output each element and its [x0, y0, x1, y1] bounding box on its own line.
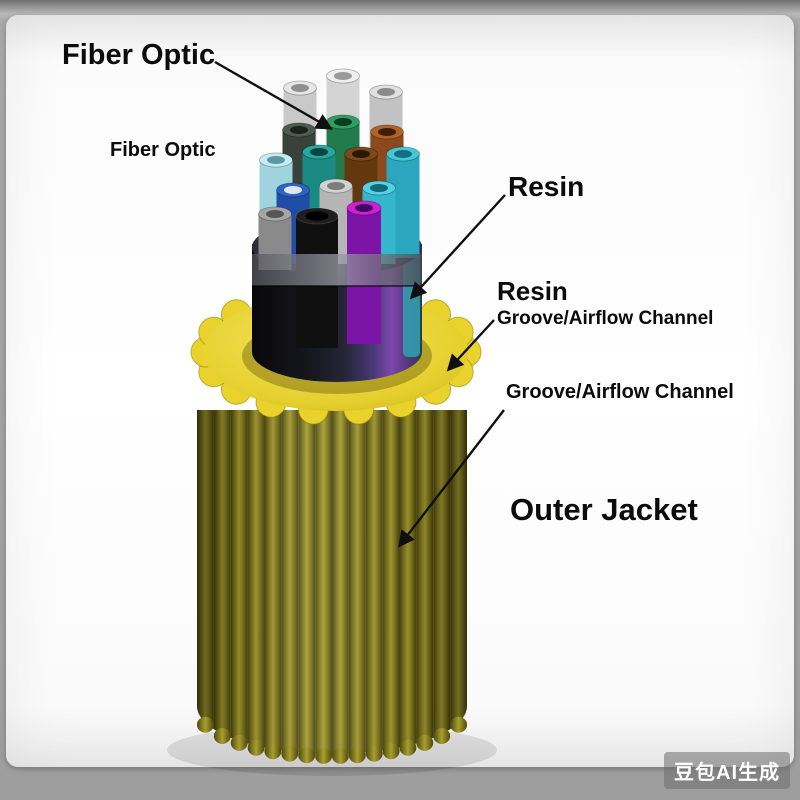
label-groove-channel-lower: Groove/Airflow Channel: [506, 381, 734, 403]
label-resin-main: Resin: [508, 171, 585, 202]
label-fiber-optic-main: Fiber Optic: [62, 39, 216, 71]
label-outer-jacket: Outer Jacket: [510, 492, 698, 527]
label-groove-channel-upper: Groove/Airflow Channel: [497, 308, 714, 329]
label-resin-secondary: Resin: [497, 276, 568, 306]
ai-watermark: 豆包AI生成: [664, 752, 790, 789]
label-fiber-optic-secondary: Fiber Optic: [110, 139, 216, 161]
